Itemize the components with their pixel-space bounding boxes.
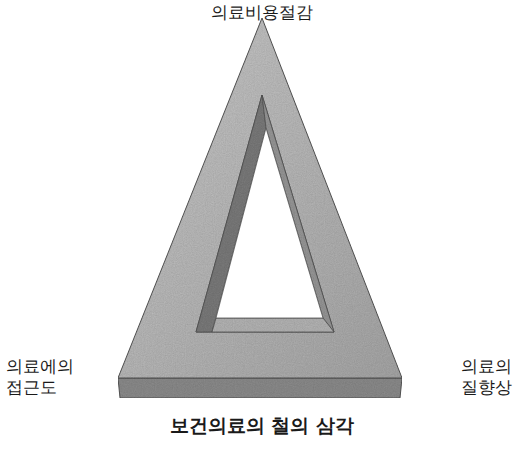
figure-caption: 보건의료의 철의 삼각 [170,414,354,438]
triangle-body [118,18,402,398]
triangle-hole [216,128,323,318]
vertex-label: 의료에의 접근도 [6,356,74,399]
vertex-label: 의료비용절감 [211,2,313,23]
vertex-label: 의료의 질향상 [461,356,512,399]
